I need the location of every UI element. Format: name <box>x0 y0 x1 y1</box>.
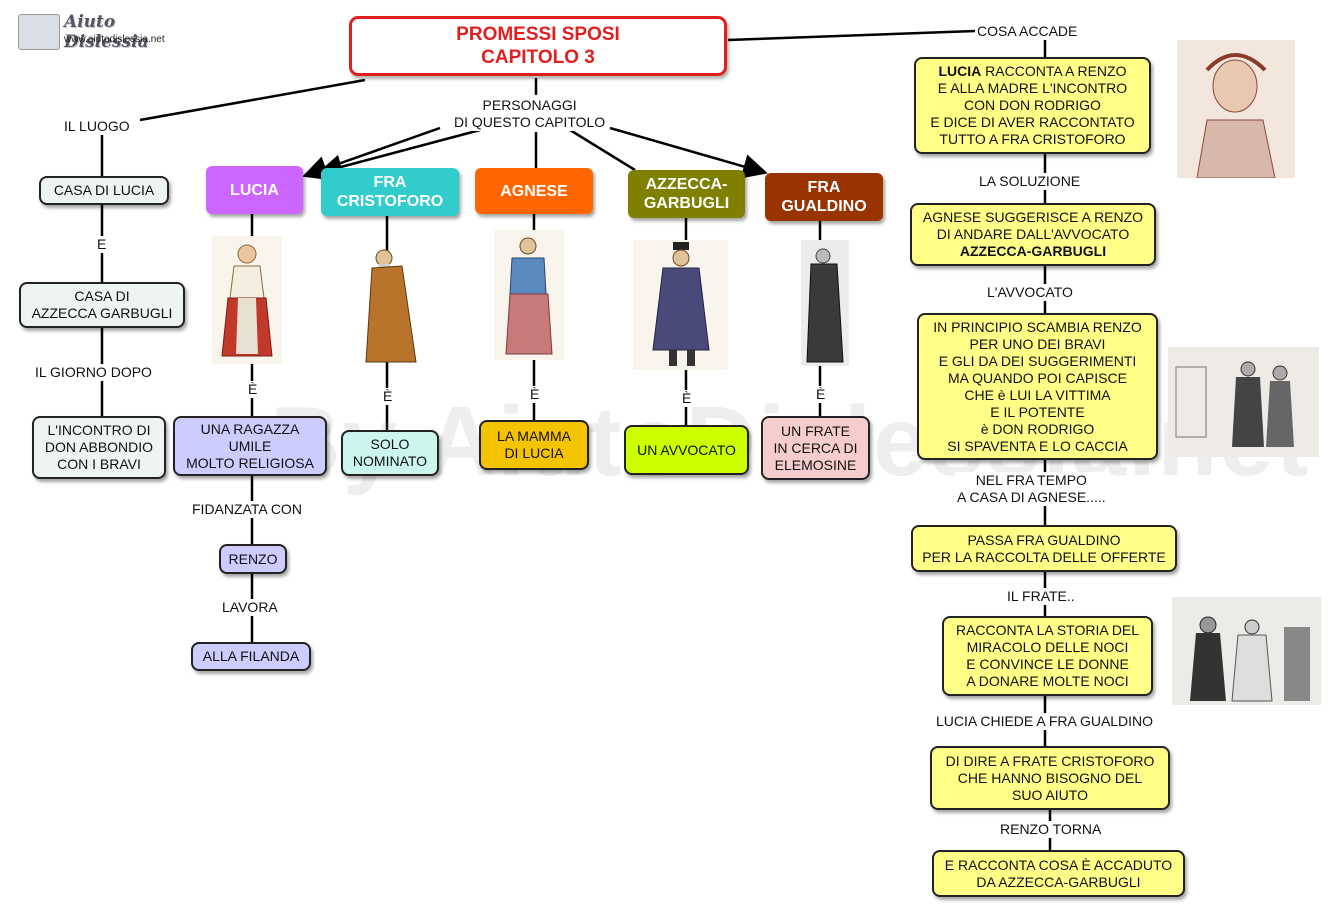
agnese-illustration <box>494 230 564 360</box>
node-lucia-racconta: LUCIA RACCONTA A RENZO E ALLA MADRE L'IN… <box>914 57 1151 154</box>
node-azzecca-desc: UN AVVOCATO <box>624 425 749 475</box>
link-renzo-returns: RENZO TORNA <box>998 821 1104 838</box>
node-agnese-desc: LA MAMMA DI LUCIA <box>479 420 589 470</box>
node-avvocato: IN PRINCIPIO SCAMBIA RENZO PER UNO DEI B… <box>917 313 1158 460</box>
node-passa-gualdino: PASSA FRA GUALDINO PER LA RACCOLTA DELLE… <box>911 525 1177 572</box>
cristoforo-illustration <box>365 249 417 363</box>
logo-name: Aiuto Dislessia <box>64 12 149 52</box>
arrow-cristoforo <box>317 128 481 179</box>
azzecca-is: È <box>680 390 694 407</box>
line-azzecca <box>569 128 636 172</box>
link-engaged: FIDANZATA CON <box>190 501 304 518</box>
lucia-illustration <box>212 236 282 364</box>
node-incontro: L'INCONTRO DI DON ABBONDIO CON I BRAVI <box>32 416 166 479</box>
node-casa-azzecca: CASA DI AZZECCA GARBUGLI <box>19 282 185 328</box>
char-agnese: AGNESE <box>475 168 593 214</box>
node-racconta-noci: RACCONTA LA STORIA DEL MIRACOLO DELLE NO… <box>942 616 1153 696</box>
avvocato-illustration <box>1168 347 1319 457</box>
link-and: E <box>95 236 109 253</box>
site-logo[interactable]: Aiuto Dislessia www.aiutodislessia.net <box>18 12 178 52</box>
node-racconta-accaduto: E RACCONTA COSA È ACCADUTO DA AZZECCA-GA… <box>932 850 1185 897</box>
logo-url[interactable]: www.aiutodislessia.net <box>64 34 165 45</box>
lucia-bold: LUCIA <box>938 63 982 79</box>
agnese-is: È <box>528 386 542 403</box>
gualdino-is: È <box>814 386 828 403</box>
link-characters: PERSONAGGI DI QUESTO CAPITOLO <box>452 97 608 131</box>
line-title-place <box>139 78 366 122</box>
lucia-portrait <box>1177 40 1295 178</box>
node-agnese-suggerisce: AGNESE SUGGERISCE A RENZO DI ANDARE DALL… <box>910 203 1156 266</box>
line-title-right <box>727 29 976 42</box>
gualdino-illustration <box>801 240 849 366</box>
node-renzo: RENZO <box>219 544 287 574</box>
node-lucia-desc: UNA RAGAZZA UMILE MOLTO RELIGIOSA <box>173 416 327 476</box>
book-icon <box>18 14 60 50</box>
noci-illustration <box>1172 597 1321 705</box>
node-casa-lucia: CASA DI LUCIA <box>39 176 169 205</box>
agnese-suggerisce-text: AGNESE SUGGERISCE A RENZO DI ANDARE DALL… <box>922 209 1144 242</box>
lucia-is: È <box>246 381 260 398</box>
link-solution: LA SOLUZIONE <box>977 173 1083 190</box>
link-what-happens: COSA ACCADE <box>975 23 1080 40</box>
map-title: PROMESSI SPOSI CAPITOLO 3 <box>349 16 727 76</box>
char-gualdino: FRA GUALDINO <box>765 173 883 221</box>
arrow-gualdino <box>609 126 768 179</box>
link-meanwhile: NEL FRA TEMPO A CASA DI AGNESE..... <box>955 472 1108 506</box>
link-place: IL LUOGO <box>62 118 132 135</box>
node-cristoforo-desc: SOLO NOMINATO <box>341 430 439 476</box>
cristoforo-is: È <box>381 388 395 405</box>
char-lucia: LUCIA <box>206 166 303 214</box>
link-work: LAVORA <box>220 599 280 616</box>
link-next-day: IL GIORNO DOPO <box>33 364 154 381</box>
node-dire-cristoforo: DI DIRE A FRATE CRISTOFORO CHE HANNO BIS… <box>930 746 1170 810</box>
lucia-racconta-text: RACCONTA A RENZO E ALLA MADRE L'INCONTRO… <box>930 63 1135 147</box>
node-gualdino-desc: UN FRATE IN CERCA DI ELEMOSINE <box>761 416 870 480</box>
link-lawyer: L'AVVOCATO <box>985 284 1075 301</box>
char-azzecca: AZZECCA- GARBUGLI <box>628 170 745 218</box>
azzecca-illustration <box>633 240 728 370</box>
azzecca-bold: AZZECCA-GARBUGLI <box>959 243 1107 259</box>
link-friar: IL FRATE.. <box>1005 588 1077 605</box>
node-filanda: ALLA FILANDA <box>191 642 311 671</box>
char-cristoforo: FRA CRISTOFORO <box>321 168 459 216</box>
link-lucia-asks: LUCIA CHIEDE A FRA GUALDINO <box>934 713 1156 730</box>
